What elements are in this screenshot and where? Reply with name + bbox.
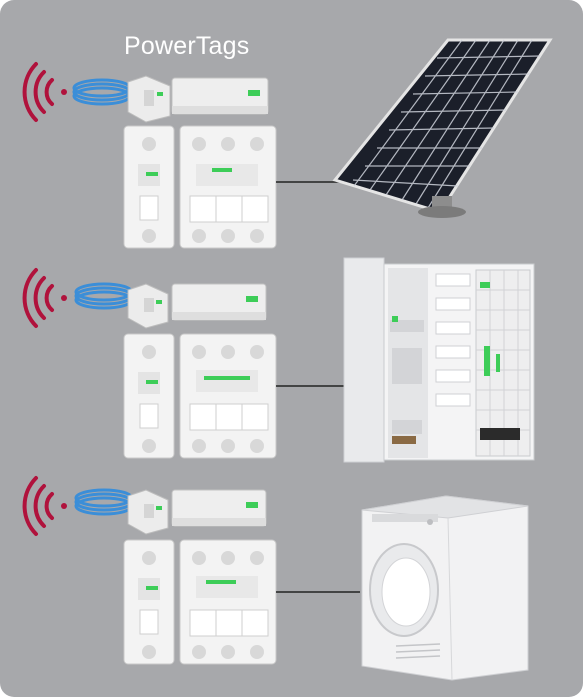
wireless-signal-icon [22, 62, 67, 122]
tumble-dryer-icon [361, 495, 529, 681]
powertag-large [171, 283, 267, 321]
three-pole-breaker [179, 539, 277, 665]
single-pole-breaker [123, 125, 175, 249]
powertag-small [127, 75, 171, 123]
powertag-small [127, 489, 169, 535]
row-cabinet [0, 250, 583, 470]
solar-panel-icon [332, 38, 553, 218]
three-pole-breaker [179, 125, 277, 249]
single-pole-breaker [123, 333, 175, 459]
powertag-small [127, 283, 169, 329]
wireless-signal-icon [22, 476, 67, 536]
cable-coil-icon [74, 282, 134, 310]
three-pole-breaker [179, 333, 277, 459]
powertag-large [171, 77, 269, 115]
electrical-cabinet-icon [343, 257, 535, 463]
cable-coil-icon [74, 488, 134, 516]
wireless-signal-icon [22, 268, 67, 328]
powertag-large [171, 489, 267, 527]
row-solar [0, 0, 583, 249]
cable-coil-icon [72, 78, 132, 106]
diagram-title: PowerTags [124, 32, 250, 60]
row-dryer [0, 470, 583, 690]
single-pole-breaker [123, 539, 175, 665]
